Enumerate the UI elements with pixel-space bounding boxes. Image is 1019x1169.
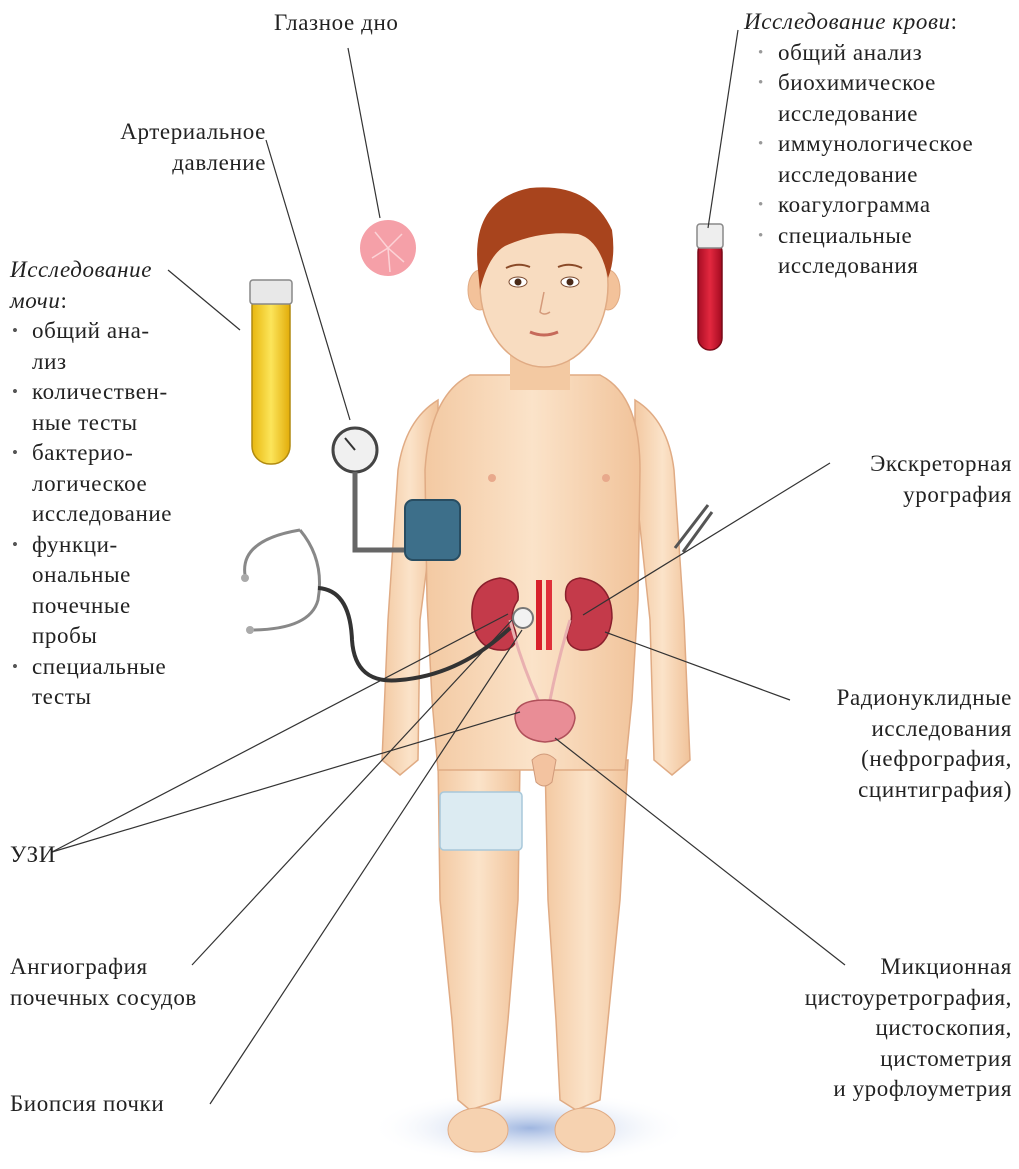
label-ultrasound: УЗИ [10,840,56,871]
label-cystourethrography: Микционная цистоуретрография, цистоскопи… [760,952,1012,1105]
right-leg [545,760,628,1110]
leg-bandage [440,792,522,850]
blood-title: Исследование крови [744,9,951,34]
angiography-line2: почечных сосудов [10,983,197,1014]
label-fundus: Глазное дно [274,8,399,39]
right-foot [555,1108,615,1152]
urine-test-tube [250,280,292,464]
label-bp-line2: давление [70,148,266,179]
ultrasound-probe-head [513,608,533,628]
vena-cava [546,580,552,650]
urine-item: специальные тесты [10,652,172,713]
label-biopsy: Биопсия почки [10,1089,164,1120]
urine-item: количествен- ные тесты [10,377,172,438]
radionuclide-line3: (нефрография, [770,744,1012,775]
blood-item: общий анализ [756,38,973,69]
radionuclide-line2: исследования [770,714,1012,745]
urine-test-list: общий ана- лиз количествен- ные тесты ба… [10,316,172,713]
biopsy-needle [675,505,712,552]
radionuclide-line4: сцинтиграфия) [770,775,1012,806]
cysto-line1: Микционная [760,952,1012,983]
angiography-line1: Ангиография [10,952,197,983]
blood-test-list: общий анализ биохимическое исследование … [756,38,973,282]
label-urine-tests: Исследование мочи: общий ана- лиз количе… [10,255,172,713]
child-figure [382,187,690,1152]
floor-shadow [370,1090,690,1166]
urine-item: бактерио- логическое исследование [10,438,172,530]
urine-title-1: Исследование [10,255,172,286]
urine-title-2: мочи [10,288,60,313]
urine-item: общий ана- лиз [10,316,172,377]
urography-line2: урография [780,480,1012,511]
bp-cuff [405,500,460,560]
genitals [532,754,556,786]
label-blood-pressure: Артериальное давление [70,117,266,178]
blood-item: специальные исследования [756,221,973,282]
label-bp-line1: Артериальное [70,117,266,148]
cysto-line5: и урофлоуметрия [760,1074,1012,1105]
urine-item: функци- ональные почечные пробы [10,530,172,652]
right-arm [635,400,690,775]
cysto-line3: цистоскопия, [760,1013,1012,1044]
label-blood-tests: Исследование крови: общий анализ биохими… [744,7,973,282]
label-excretory-urography: Экскреторная урография [780,449,1012,510]
left-foot [448,1108,508,1152]
blood-test-tube [697,224,723,350]
cysto-line4: цистометрия [760,1044,1012,1075]
radionuclide-line1: Радионуклидные [770,683,1012,714]
blood-item: иммунологическое исследование [756,129,973,190]
label-angiography: Ангиография почечных сосудов [10,952,197,1013]
bladder [515,700,575,742]
blood-item: биохимическое исследование [756,68,973,129]
cysto-line2: цистоуретрография, [760,983,1012,1014]
blood-item: коагулограмма [756,190,973,221]
urography-line1: Экскреторная [780,449,1012,480]
label-radionuclide: Радионуклидные исследования (нефрография… [770,683,1012,805]
aorta [536,580,542,650]
